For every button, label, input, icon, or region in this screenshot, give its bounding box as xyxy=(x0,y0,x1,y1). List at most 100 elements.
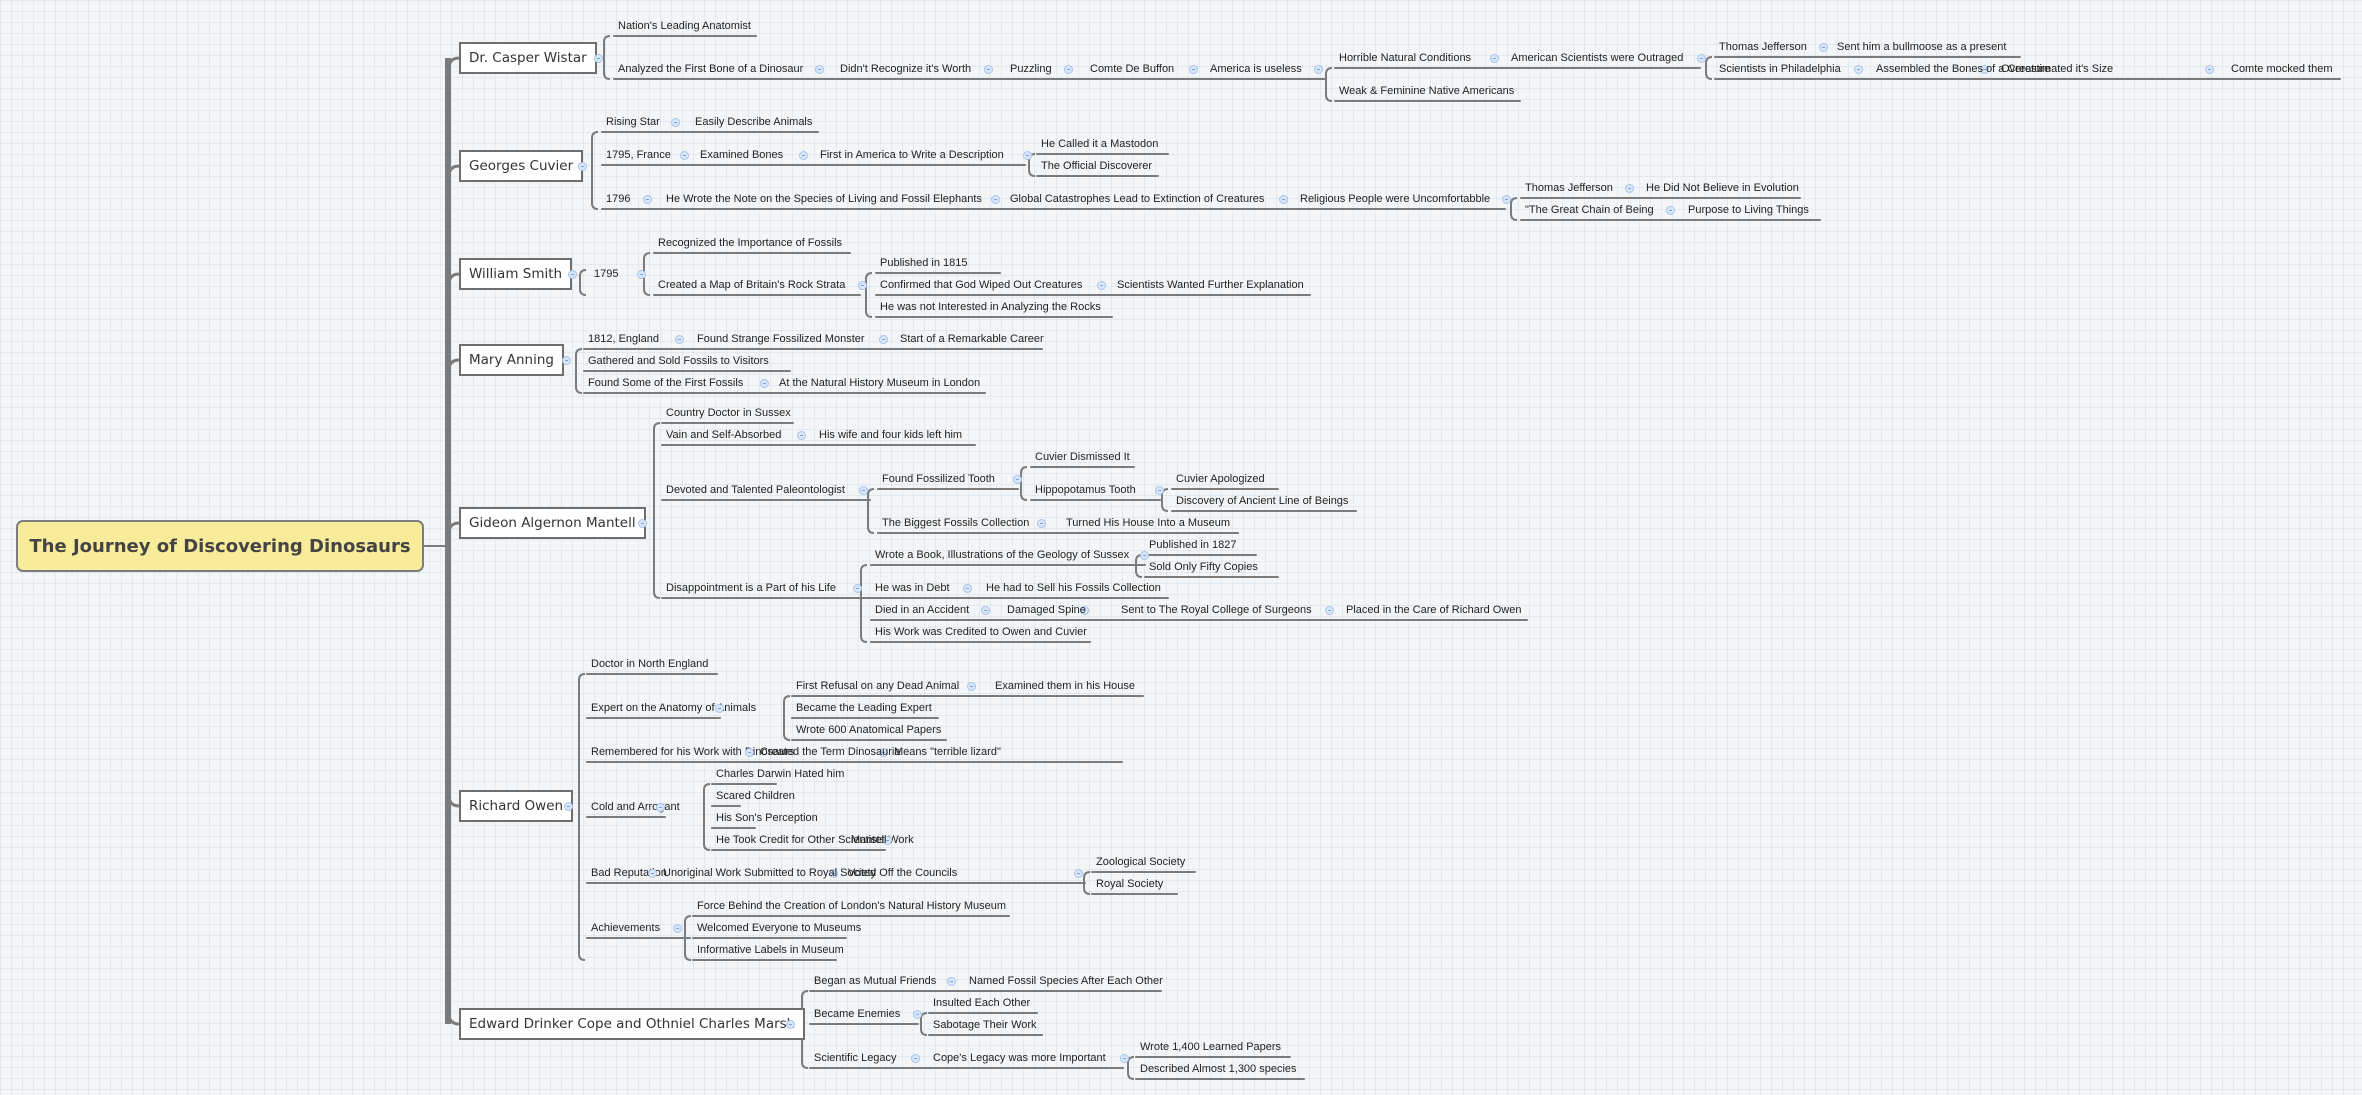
collapse-toggle-icon[interactable] xyxy=(797,431,806,440)
collapse-toggle-icon[interactable] xyxy=(1155,486,1164,495)
subtopic[interactable]: Religious People were Uncomfortabble xyxy=(1300,193,1491,205)
collapse-toggle-icon[interactable] xyxy=(745,748,754,757)
collapse-toggle-icon[interactable] xyxy=(858,281,867,290)
collapse-toggle-icon[interactable] xyxy=(879,335,888,344)
subtopic[interactable]: 1795 xyxy=(594,268,619,280)
collapse-toggle-icon[interactable] xyxy=(829,869,838,878)
topic-richard-owen[interactable]: Richard Owen xyxy=(459,790,574,822)
subtopic[interactable]: 1812, England xyxy=(588,333,659,345)
collapse-toggle-icon[interactable] xyxy=(715,704,724,713)
subtopic[interactable]: Placed in the Care of Richard Owen xyxy=(1346,604,1522,616)
collapse-toggle-icon[interactable] xyxy=(859,486,868,495)
subtopic[interactable]: Start of a Remarkable Career xyxy=(900,333,1044,345)
subtopic[interactable]: Published in 1815 xyxy=(880,257,968,269)
subtopic[interactable]: Insulted Each Other xyxy=(933,997,1031,1009)
subtopic[interactable]: Turned His House Into a Museum xyxy=(1066,517,1231,529)
subtopic[interactable]: Hippopotamus Tooth xyxy=(1035,484,1136,496)
topic-casper-wistar[interactable]: Dr. Casper Wistar xyxy=(459,42,597,74)
subtopic[interactable]: Doctor in North England xyxy=(591,658,709,670)
collapse-toggle-icon[interactable] xyxy=(594,54,603,63)
collapse-toggle-icon[interactable] xyxy=(1013,475,1022,484)
collapse-toggle-icon[interactable] xyxy=(1097,281,1106,290)
subtopic[interactable]: Comte mocked them xyxy=(2231,63,2333,75)
subtopic[interactable]: Cope's Legacy was more Important xyxy=(933,1052,1106,1064)
subtopic[interactable]: Became Enemies xyxy=(814,1008,901,1020)
subtopic[interactable]: Achievements xyxy=(591,922,661,934)
subtopic[interactable]: At the Natural History Museum in London xyxy=(779,377,981,389)
collapse-toggle-icon[interactable] xyxy=(637,270,646,279)
subtopic[interactable]: Sabotage Their Work xyxy=(933,1019,1037,1031)
subtopic[interactable]: He Did Not Believe in Evolution xyxy=(1646,182,1799,194)
collapse-toggle-icon[interactable] xyxy=(2205,65,2214,74)
subtopic[interactable]: Assembled the Bones of a Creature xyxy=(1876,63,2051,75)
subtopic[interactable]: Analyzed the First Bone of a Dinosaur xyxy=(618,63,804,75)
subtopic[interactable]: Began as Mutual Friends xyxy=(814,975,937,987)
subtopic[interactable]: Recognized the Importance of Fossils xyxy=(658,237,843,249)
subtopic[interactable]: Thomas Jefferson xyxy=(1719,41,1807,53)
topic-cope-and-marsh[interactable]: Edward Drinker Cope and Othniel Charles … xyxy=(459,1008,806,1040)
subtopic[interactable]: Discovery of Ancient Line of Beings xyxy=(1176,495,1349,507)
subtopic[interactable]: Sent him a bullmoose as a present xyxy=(1837,41,2007,53)
collapse-toggle-icon[interactable] xyxy=(991,195,1000,204)
collapse-toggle-icon[interactable] xyxy=(1819,43,1828,52)
subtopic[interactable]: Welcomed Everyone to Museums xyxy=(697,922,862,934)
collapse-toggle-icon[interactable] xyxy=(568,270,577,279)
subtopic[interactable]: He had to Sell his Fossils Collection xyxy=(986,582,1161,594)
collapse-toggle-icon[interactable] xyxy=(671,118,680,127)
subtopic[interactable]: Scientists Wanted Further Explanation xyxy=(1117,279,1304,291)
subtopic[interactable]: American Scientists were Outraged xyxy=(1511,52,1684,64)
collapse-toggle-icon[interactable] xyxy=(947,977,956,986)
subtopic[interactable]: Zoological Society xyxy=(1096,856,1186,868)
collapse-toggle-icon[interactable] xyxy=(981,606,990,615)
subtopic[interactable]: He was in Debt xyxy=(875,582,950,594)
subtopic[interactable]: Force Behind the Creation of London's Na… xyxy=(697,900,1007,912)
subtopic[interactable]: Cuvier Dismissed It xyxy=(1035,451,1130,463)
subtopic[interactable]: Comte De Buffon xyxy=(1090,63,1175,75)
collapse-toggle-icon[interactable] xyxy=(1502,195,1511,204)
collapse-toggle-icon[interactable] xyxy=(1325,606,1334,615)
collapse-toggle-icon[interactable] xyxy=(815,65,824,74)
subtopic[interactable]: Mantell xyxy=(851,834,887,846)
collapse-toggle-icon[interactable] xyxy=(963,584,972,593)
subtopic[interactable]: "The Great Chain of Being xyxy=(1525,204,1654,216)
subtopic[interactable]: Devoted and Talented Paleontologist xyxy=(666,484,845,496)
subtopic[interactable]: Purpose to Living Things xyxy=(1688,204,1809,216)
subtopic[interactable]: Wrote a Book, Illustrations of the Geolo… xyxy=(875,549,1130,561)
subtopic[interactable]: Expert on the Anatomy of Animals xyxy=(591,702,757,714)
subtopic[interactable]: Examined them in his House xyxy=(995,680,1136,692)
subtopic[interactable]: Scientists in Philadelphia xyxy=(1719,63,1841,75)
collapse-toggle-icon[interactable] xyxy=(967,682,976,691)
subtopic[interactable]: Sent to The Royal College of Surgeons xyxy=(1121,604,1312,616)
collapse-toggle-icon[interactable] xyxy=(1490,54,1499,63)
collapse-toggle-icon[interactable] xyxy=(1314,65,1323,74)
topic-gideon-mantell[interactable]: Gideon Algernon Mantell xyxy=(459,507,646,539)
collapse-toggle-icon[interactable] xyxy=(675,335,684,344)
subtopic[interactable]: He Took Credit for Other Scientists Work xyxy=(716,834,914,846)
subtopic[interactable]: Named Fossil Species After Each Other xyxy=(969,975,1163,987)
subtopic[interactable]: Means "terrible lizard" xyxy=(894,746,1001,758)
subtopic[interactable]: The Biggest Fossils Collection xyxy=(882,517,1030,529)
collapse-toggle-icon[interactable] xyxy=(638,519,647,528)
subtopic[interactable]: Scared Children xyxy=(716,790,795,802)
collapse-toggle-icon[interactable] xyxy=(673,924,682,933)
subtopic[interactable]: Voted Off the Councils xyxy=(848,867,958,879)
subtopic[interactable]: Royal Society xyxy=(1096,878,1164,890)
subtopic[interactable]: His Son's Perception xyxy=(716,812,818,824)
subtopic[interactable]: Rising Star xyxy=(606,116,660,128)
subtopic[interactable]: Found Strange Fossilized Monster xyxy=(697,333,865,345)
subtopic[interactable]: Scientific Legacy xyxy=(814,1052,897,1064)
collapse-toggle-icon[interactable] xyxy=(564,802,573,811)
collapse-toggle-icon[interactable] xyxy=(1074,869,1083,878)
subtopic[interactable]: His wife and four kids left him xyxy=(819,429,963,441)
subtopic[interactable]: Global Catastrophes Lead to Extinction o… xyxy=(1010,193,1265,205)
collapse-toggle-icon[interactable] xyxy=(1980,65,1989,74)
subtopic[interactable]: He Wrote the Note on the Species of Livi… xyxy=(666,193,982,205)
subtopic[interactable]: Informative Labels in Museum xyxy=(697,944,844,956)
subtopic[interactable]: Wrote 600 Anatomical Papers xyxy=(796,724,942,736)
collapse-toggle-icon[interactable] xyxy=(1666,206,1675,215)
collapse-toggle-icon[interactable] xyxy=(1064,65,1073,74)
subtopic[interactable]: Published in 1827 xyxy=(1149,539,1237,551)
topic-georges-cuvier[interactable]: Georges Cuvier xyxy=(459,150,584,182)
collapse-toggle-icon[interactable] xyxy=(1023,151,1032,160)
subtopic[interactable]: Examined Bones xyxy=(700,149,784,161)
